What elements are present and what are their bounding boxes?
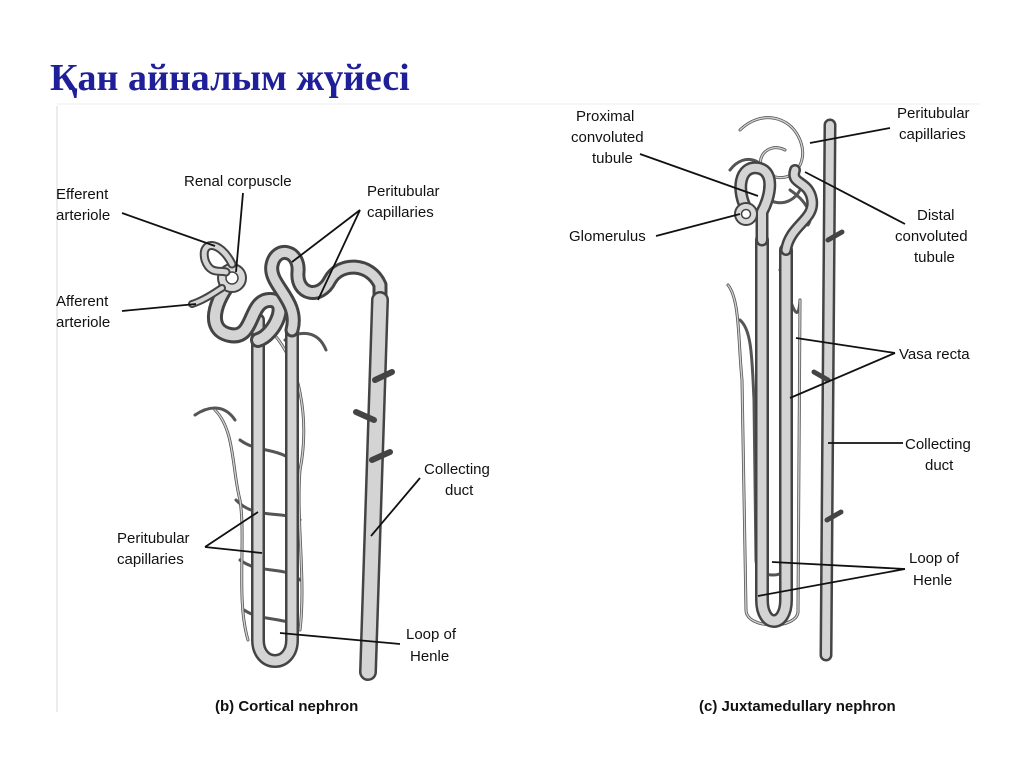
label-collecting-juxta-line1: Collecting bbox=[905, 436, 971, 453]
leader-peritubular-bottom-a bbox=[204, 511, 259, 548]
cortical-convoluted-tubules bbox=[207, 245, 388, 348]
label-efferent-line2: arteriole bbox=[56, 207, 110, 224]
label-vasa-recta: Vasa recta bbox=[899, 346, 970, 363]
label-proximal-line1: Proximal bbox=[576, 108, 634, 125]
label-peritubular-juxta-line1: Peritubular bbox=[897, 105, 970, 122]
cortical-labels: Efferent arteriole Renal corpuscle Affer… bbox=[56, 173, 490, 715]
caption-cortical: (b) Cortical nephron bbox=[215, 698, 358, 715]
label-peritubular-bottom-line2: capillaries bbox=[117, 551, 184, 568]
label-proximal-line2: convoluted bbox=[571, 129, 644, 146]
juxta-collecting-duct bbox=[811, 118, 845, 662]
leader-loop-juxta-a bbox=[771, 561, 906, 570]
juxta-loop-of-henle bbox=[755, 233, 793, 628]
leader-vasa-recta-b bbox=[789, 352, 896, 399]
label-loop-cortical-line1: Loop of bbox=[406, 626, 457, 643]
label-loop-juxta-line2: Henle bbox=[913, 572, 952, 589]
label-peritubular-juxta-line2: capillaries bbox=[899, 126, 966, 143]
label-efferent-line1: Efferent bbox=[56, 186, 109, 203]
label-proximal-line3: tubule bbox=[592, 150, 633, 167]
caption-juxtamedullary: (c) Juxtamedullary nephron bbox=[699, 698, 896, 715]
leader-peritubular-top-a bbox=[291, 209, 361, 263]
leader-distal bbox=[804, 171, 906, 225]
label-afferent-line2: arteriole bbox=[56, 314, 110, 331]
leader-efferent bbox=[121, 212, 216, 247]
leader-glomerulus bbox=[655, 213, 741, 237]
label-peritubular-bottom-line1: Peritubular bbox=[117, 530, 190, 547]
label-distal-line3: tubule bbox=[914, 249, 955, 266]
leader-proximal bbox=[639, 153, 759, 197]
label-afferent-line1: Afferent bbox=[56, 293, 109, 310]
label-collecting-cortical-line1: Collecting bbox=[424, 461, 490, 478]
label-renal-corpuscle: Renal corpuscle bbox=[184, 173, 292, 190]
cortical-nephron-drawing bbox=[188, 241, 395, 681]
label-peritubular-top-line2: capillaries bbox=[367, 204, 434, 221]
label-glomerulus: Glomerulus bbox=[569, 228, 646, 245]
cortical-loop-of-henle bbox=[251, 313, 299, 668]
label-loop-cortical-line2: Henle bbox=[410, 648, 449, 665]
cortical-collecting-duct bbox=[353, 291, 395, 681]
leader-vasa-recta-a bbox=[795, 337, 896, 354]
label-collecting-juxta-line2: duct bbox=[925, 457, 954, 474]
juxtamedullary-nephron-drawing bbox=[726, 116, 845, 662]
leader-loop-cortical bbox=[279, 632, 401, 645]
cortical-arterioles bbox=[188, 241, 237, 308]
leader-loop-juxta-b bbox=[757, 568, 906, 597]
juxta-convoluted-tubules bbox=[734, 161, 819, 256]
leader-peritubular-juxta bbox=[809, 127, 891, 144]
juxta-labels: Proximal convoluted tubule Glomerulus Pe… bbox=[569, 105, 971, 715]
leader-lines bbox=[121, 127, 906, 645]
juxta-glomerulus bbox=[734, 202, 758, 226]
label-loop-juxta-line1: Loop of bbox=[909, 550, 960, 567]
leader-renal-corpuscle bbox=[235, 192, 244, 273]
label-collecting-cortical-line2: duct bbox=[445, 482, 474, 499]
slide-title: Қан айналым жүйесі bbox=[50, 57, 410, 99]
label-distal-line2: convoluted bbox=[895, 228, 968, 245]
label-distal-line1: Distal bbox=[917, 207, 955, 224]
leader-collecting-cortical bbox=[370, 477, 421, 537]
leader-afferent bbox=[121, 303, 197, 312]
label-peritubular-top-line1: Peritubular bbox=[367, 183, 440, 200]
leader-peritubular-top-b bbox=[317, 209, 361, 301]
leader-peritubular-bottom-b bbox=[204, 546, 263, 554]
